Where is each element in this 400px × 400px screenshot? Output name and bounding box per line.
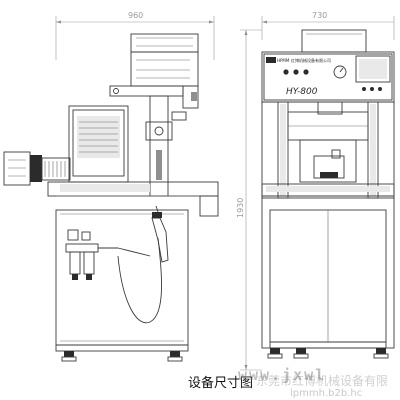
- nameplate-mark: HPMM: [277, 58, 290, 63]
- front-view-machine: [261, 29, 395, 359]
- dimension-lines: [55, 16, 395, 371]
- control-screen: [355, 55, 391, 83]
- watermark-site: lpmmh.b2b.hc: [290, 388, 363, 399]
- diagram-caption: 设备尺寸图: [188, 376, 254, 391]
- pressure-gauge-icon: [333, 65, 347, 79]
- nameplate-company: 红博机械设备有限公司: [291, 57, 331, 63]
- watermark-company: 东莞市红博机械设备有限: [256, 374, 389, 388]
- height-dimension: 1930: [236, 198, 245, 218]
- watermark-url: www.jxwl: [238, 366, 327, 384]
- left-width-dimension: 960: [128, 11, 143, 20]
- right-width-dimension: 730: [312, 11, 327, 20]
- model-label: HY-800: [286, 87, 318, 97]
- nameplate-logo: [266, 57, 276, 63]
- side-view-machine: [3, 33, 219, 362]
